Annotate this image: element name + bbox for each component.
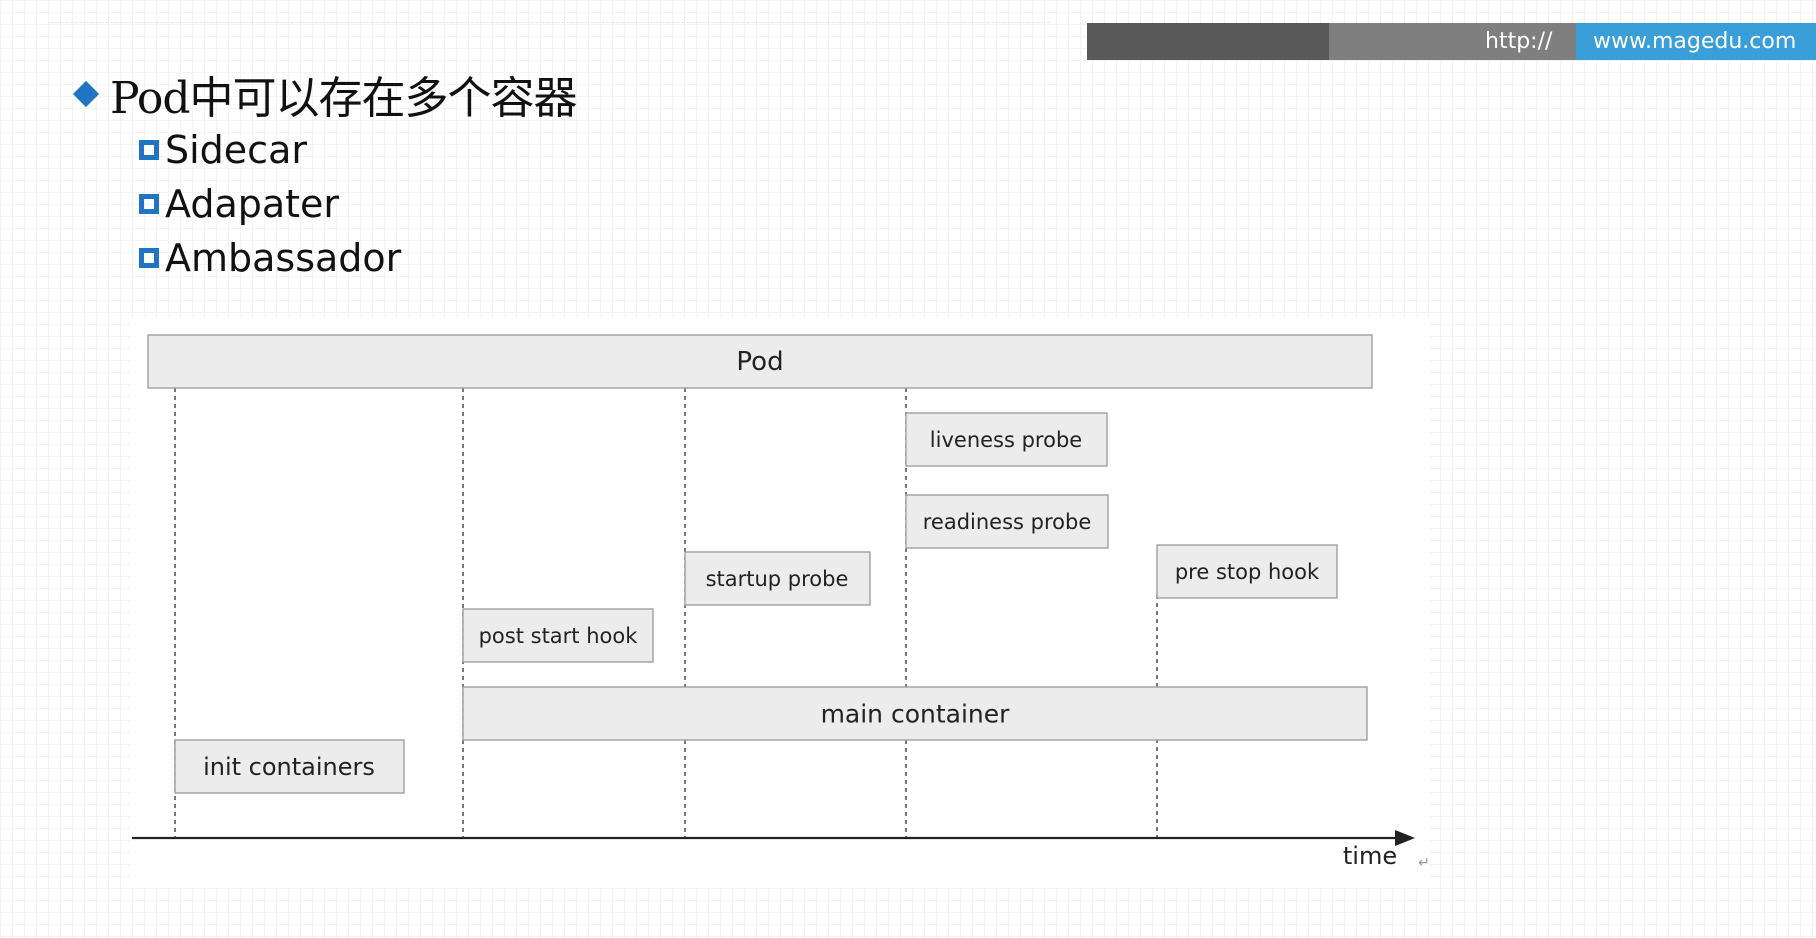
list-item: Sidecar (139, 123, 401, 177)
time-axis-arrowhead (1395, 830, 1415, 846)
pod-lifecycle-diagram: Pod liveness probe readiness probe start… (130, 318, 1430, 888)
main-container-label: main container (821, 700, 1011, 729)
pre-stop-hook-label: pre stop hook (1175, 560, 1320, 584)
list-item: Ambassador (139, 231, 401, 285)
pod-box (147, 334, 1373, 389)
list-item: Adapater (139, 177, 401, 231)
time-axis-label: time (1343, 842, 1397, 870)
bullet-text: Adapater (165, 182, 340, 226)
square-bullet-icon (139, 194, 159, 214)
liveness-probe-box (905, 412, 1108, 467)
square-bullet-icon (139, 248, 159, 268)
diamond-bullet-icon (72, 80, 100, 108)
header-bar-gray-segment: http:// (1329, 23, 1576, 60)
top-divider (50, 22, 1050, 23)
liveness-probe-label: liveness probe (930, 428, 1082, 452)
init-containers-label: init containers (203, 753, 375, 781)
main-container-box (462, 686, 1368, 741)
pre-stop-hook-box (1156, 544, 1338, 599)
header-url-bar: http:// www.magedu.com (1087, 23, 1816, 60)
init-containers-box (174, 739, 405, 794)
square-bullet-icon (139, 140, 159, 160)
url-domain: www.magedu.com (1593, 29, 1797, 54)
readiness-probe-label: readiness probe (923, 510, 1092, 534)
readiness-probe-box (905, 494, 1109, 549)
slide-title: Pod中可以存在多个容器 (72, 62, 577, 126)
pod-label: Pod (736, 347, 783, 377)
slide-title-text: Pod中可以存在多个容器 (110, 73, 577, 124)
return-glyph-icon: ↵ (1418, 855, 1430, 871)
url-prefix: http:// (1485, 29, 1553, 54)
bullet-text: Sidecar (165, 128, 307, 172)
logo-arc-icon (1500, 0, 1592, 10)
post-start-hook-label: post start hook (479, 624, 639, 648)
startup-probe-label: startup probe (706, 567, 849, 591)
bullet-list: Sidecar Adapater Ambassador (139, 123, 401, 285)
bullet-text: Ambassador (165, 236, 402, 280)
startup-probe-box (684, 551, 871, 606)
post-start-hook-box (462, 608, 654, 663)
header-bar-blue-segment: www.magedu.com (1576, 23, 1816, 60)
header-bar-dark-segment (1087, 23, 1329, 60)
